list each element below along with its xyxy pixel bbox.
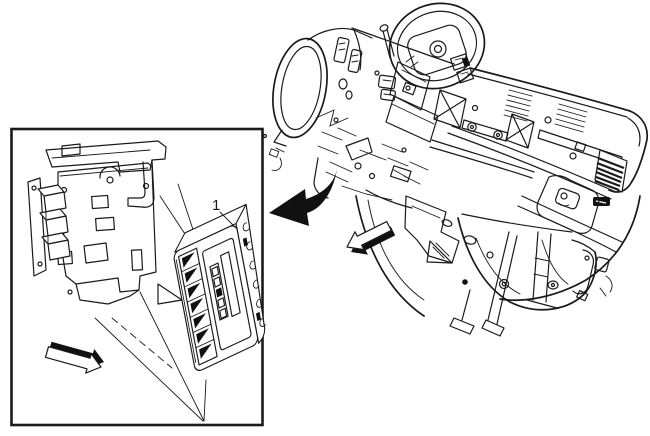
module-drawing bbox=[173, 203, 266, 372]
internal-structure bbox=[313, 109, 429, 209]
callout-leader-line bbox=[219, 211, 237, 229]
callout-item-number: 1 bbox=[212, 197, 220, 214]
lower-support-assembly bbox=[404, 195, 613, 337]
callout-item-1: 1 bbox=[212, 197, 237, 229]
dash-lower-silhouette bbox=[355, 195, 425, 317]
dash-upper-body bbox=[351, 27, 649, 206]
callout-box: 1 bbox=[10, 127, 266, 427]
cluster-hood-end-cap bbox=[258, 27, 373, 171]
steering-column bbox=[374, 24, 439, 143]
steering-wheel bbox=[388, 2, 486, 90]
direction-arrow-icon bbox=[346, 221, 396, 255]
glove-box-area bbox=[499, 174, 641, 302]
curved-arrow-icon bbox=[269, 169, 337, 226]
inset-direction-arrow-icon bbox=[44, 341, 104, 374]
mounting-bracket-drawing bbox=[27, 140, 183, 305]
instrument-panel-drawing bbox=[258, 2, 649, 337]
